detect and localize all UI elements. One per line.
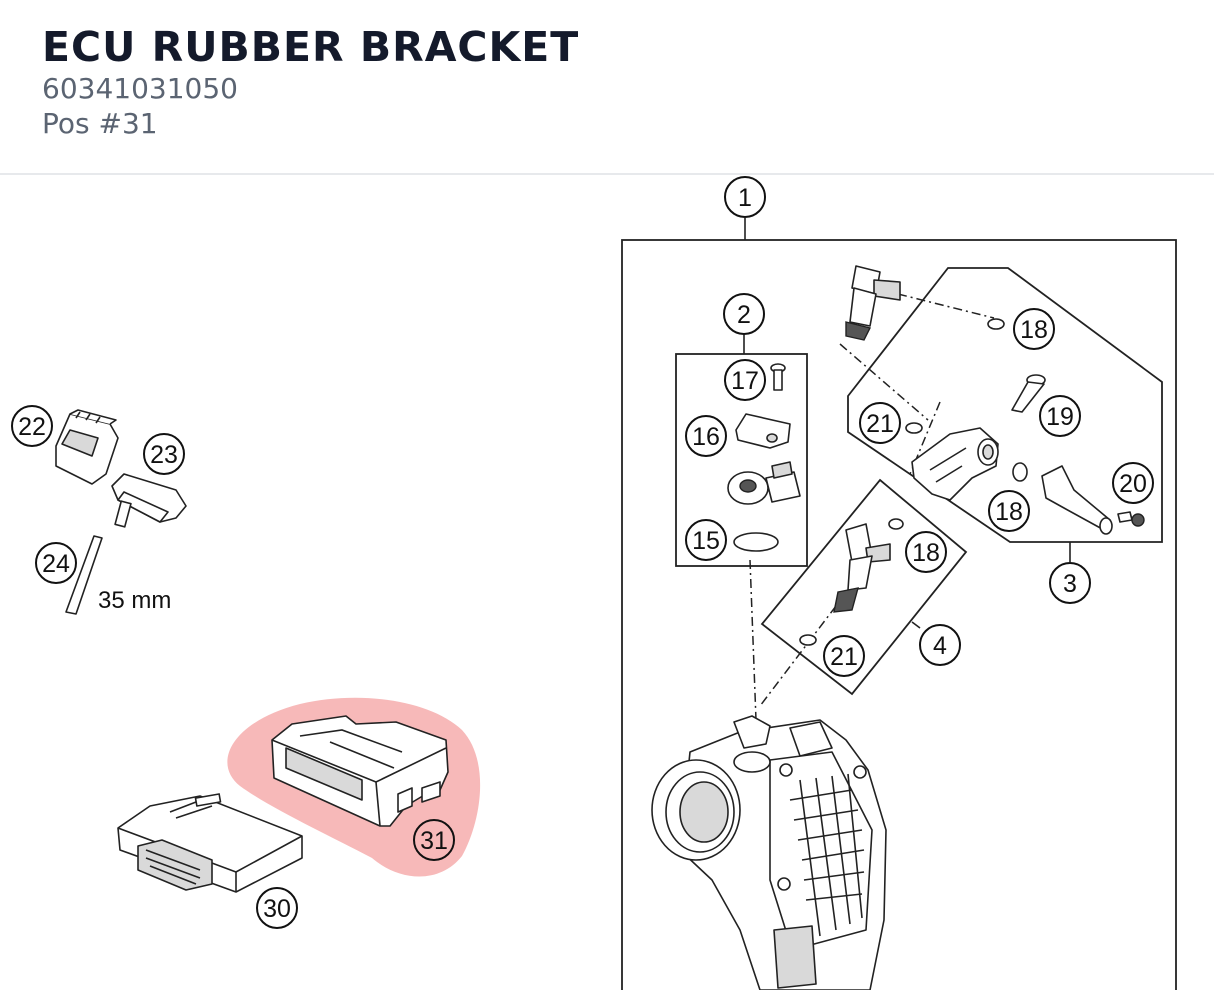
rubber-bracket-part-31 bbox=[271, 715, 449, 827]
svg-text:21: 21 bbox=[866, 410, 894, 438]
assembly-frame-3 bbox=[847, 267, 1163, 543]
svg-text:20: 20 bbox=[1119, 470, 1147, 498]
callout-18-lower[interactable]: 18 bbox=[905, 531, 947, 573]
svg-text:31: 31 bbox=[420, 827, 448, 855]
svg-text:21: 21 bbox=[830, 643, 858, 671]
callout-31[interactable]: 31 bbox=[413, 819, 455, 861]
callout-17[interactable]: 17 bbox=[724, 359, 766, 401]
svg-text:18: 18 bbox=[995, 498, 1023, 526]
svg-text:22: 22 bbox=[18, 413, 46, 441]
callout-30[interactable]: 30 bbox=[256, 887, 298, 929]
callout-23[interactable]: 23 bbox=[143, 433, 185, 475]
assembly-frame-1 bbox=[621, 239, 1177, 990]
hose-part-24 bbox=[65, 535, 103, 615]
callout-20[interactable]: 20 bbox=[1112, 462, 1154, 504]
exploded-parts-diagram: 1 2 3 4 17 16 15 18 19 21 20 18 bbox=[11, 176, 1177, 990]
injector-lower bbox=[833, 523, 891, 613]
callout-24[interactable]: 24 bbox=[35, 542, 77, 584]
callout-3[interactable]: 3 bbox=[1049, 562, 1091, 604]
pin-part-19 bbox=[1011, 374, 1046, 413]
svg-text:17: 17 bbox=[731, 367, 759, 395]
svg-text:19: 19 bbox=[1046, 403, 1074, 431]
callout-1[interactable]: 1 bbox=[724, 176, 766, 218]
callout-22[interactable]: 22 bbox=[11, 405, 53, 447]
callout-19[interactable]: 19 bbox=[1039, 395, 1081, 437]
callout-21-top[interactable]: 21 bbox=[859, 402, 901, 444]
svg-text:18: 18 bbox=[1020, 316, 1048, 344]
svg-text:4: 4 bbox=[933, 632, 947, 660]
oring-18-mid bbox=[1012, 462, 1028, 482]
callout-2[interactable]: 2 bbox=[723, 293, 765, 335]
svg-text:1: 1 bbox=[738, 184, 752, 212]
position-number: Pos #31 bbox=[42, 107, 158, 140]
sensor-part-23 bbox=[111, 473, 187, 528]
part-number: 60341031050 bbox=[42, 72, 238, 105]
part-header: ECU RUBBER BRACKET 60341031050 Pos #31 bbox=[0, 0, 1214, 175]
callout-4[interactable]: 4 bbox=[919, 624, 961, 666]
svg-text:23: 23 bbox=[150, 441, 178, 469]
ecu-part-30 bbox=[117, 793, 303, 893]
fuel-rail-body bbox=[911, 427, 999, 501]
injector-upper bbox=[845, 265, 901, 341]
hose-length-label: 35 mm bbox=[98, 587, 171, 614]
oring-part-15 bbox=[733, 532, 779, 552]
assembly-frame-2 bbox=[675, 353, 808, 567]
map-sensor bbox=[727, 461, 801, 505]
fuel-fitting bbox=[1041, 465, 1113, 535]
callout-21-lower[interactable]: 21 bbox=[823, 635, 865, 677]
callout-15[interactable]: 15 bbox=[685, 519, 727, 561]
oring-upper bbox=[987, 318, 1005, 330]
clamp-part-16 bbox=[735, 413, 791, 449]
screw-part-17 bbox=[770, 363, 786, 391]
oring-21-upper bbox=[905, 422, 923, 434]
callout-16[interactable]: 16 bbox=[685, 415, 727, 457]
assembly-frame-4 bbox=[760, 478, 968, 696]
svg-text:3: 3 bbox=[1063, 570, 1077, 598]
bolt-part-20 bbox=[1117, 511, 1145, 527]
svg-text:18: 18 bbox=[912, 539, 940, 567]
callout-18-top[interactable]: 18 bbox=[1013, 308, 1055, 350]
callout-18-middle[interactable]: 18 bbox=[988, 490, 1030, 532]
oring-18-lower bbox=[888, 518, 904, 530]
sensor-part-22 bbox=[55, 409, 119, 485]
throttle-body bbox=[651, 715, 887, 990]
svg-text:15: 15 bbox=[692, 527, 720, 555]
svg-text:16: 16 bbox=[692, 423, 720, 451]
part-title: ECU RUBBER BRACKET bbox=[42, 23, 580, 71]
oring-21-lower bbox=[799, 634, 817, 646]
svg-text:2: 2 bbox=[737, 301, 751, 329]
svg-text:24: 24 bbox=[42, 550, 70, 578]
svg-text:30: 30 bbox=[263, 895, 291, 923]
